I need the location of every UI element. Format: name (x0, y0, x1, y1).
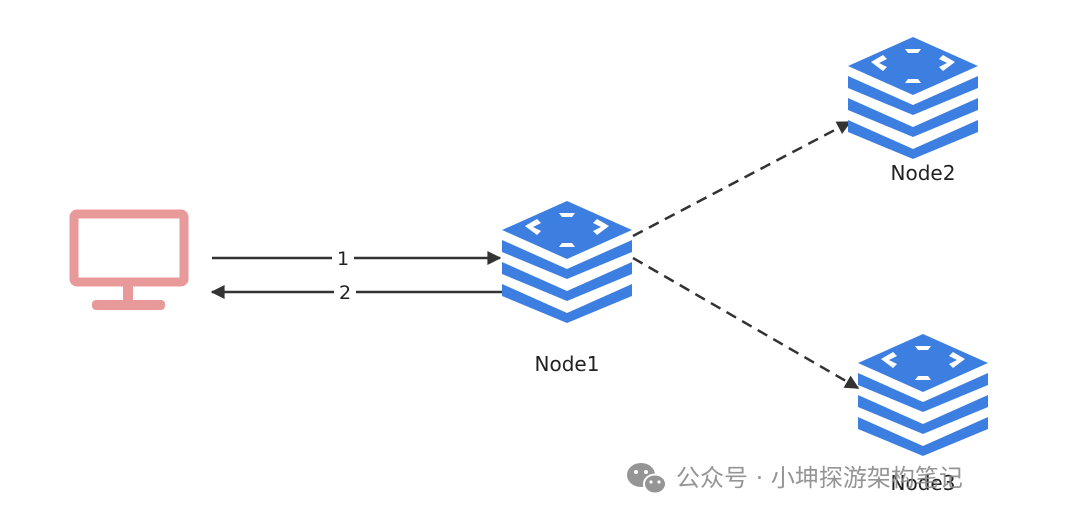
replication-arrow-node3 (632, 256, 860, 390)
watermark: 公众号 · 小坤探游架构笔记 (627, 463, 963, 495)
replication-arrow-node2 (632, 120, 852, 238)
node1-server-icon (502, 201, 632, 323)
wechat-icon (627, 463, 667, 495)
node1-label: Node1 (535, 352, 600, 376)
watermark-text: 公众号 · 小坤探游架构笔记 (676, 464, 963, 492)
response-label-bg (334, 280, 356, 304)
client-monitor-icon (69, 209, 189, 310)
node2-server-icon (848, 37, 978, 159)
node3-label: Node3 (891, 471, 956, 495)
request-arrow-label: 1 (337, 248, 349, 270)
request-label-bg (332, 246, 354, 270)
response-arrow-label: 2 (339, 282, 351, 304)
node3-server-icon (858, 334, 988, 456)
node2-label: Node2 (891, 161, 956, 185)
